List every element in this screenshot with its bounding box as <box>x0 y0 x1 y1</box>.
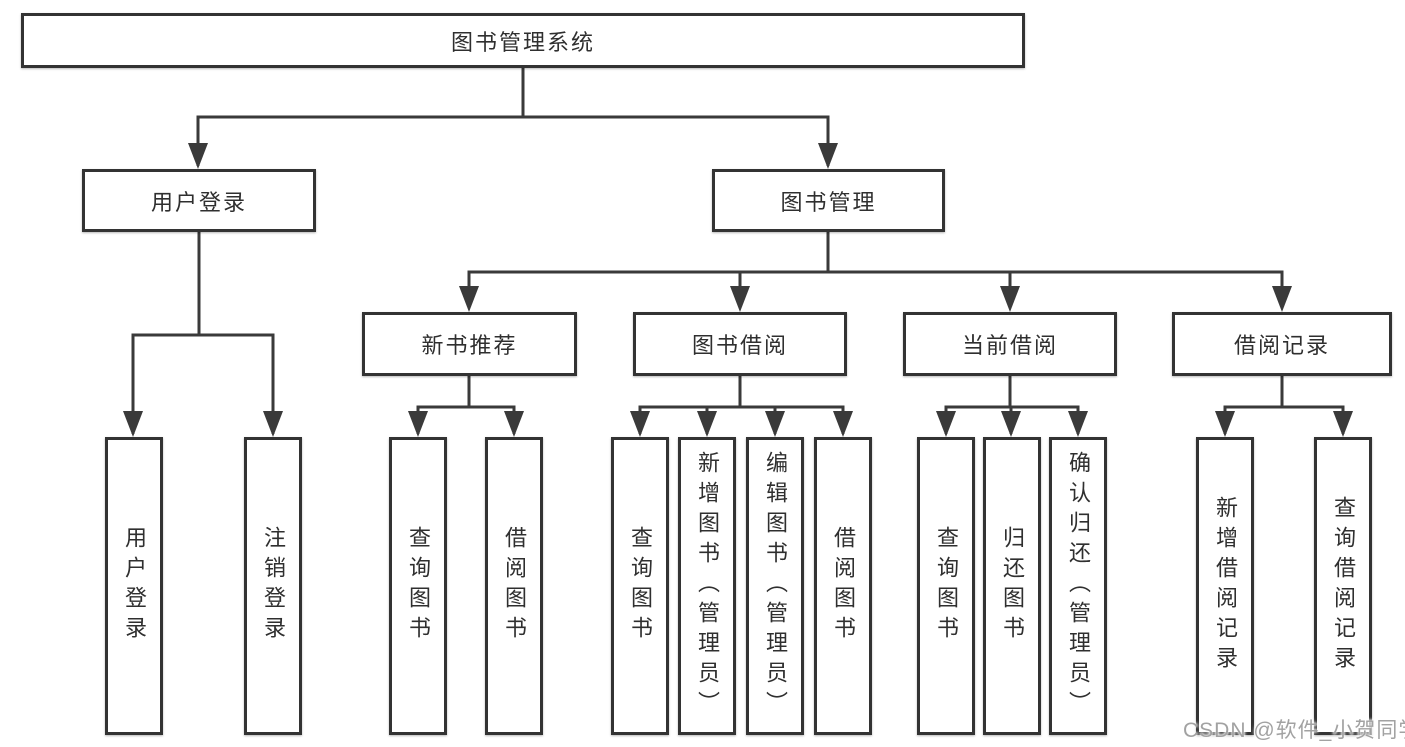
leaf-user-login: 用户登录 <box>105 437 163 735</box>
node-label: 用户登录 <box>150 189 247 215</box>
node-label: 图书借阅 <box>691 333 788 358</box>
node-book-management: 图书管理 <box>712 169 945 232</box>
node-label: 借阅记录 <box>1233 333 1330 358</box>
leaf-label: 查询图书 <box>406 526 431 646</box>
leaf-return-book: 归还图书 <box>983 437 1041 735</box>
leaf-label: 注销登录 <box>261 526 286 646</box>
leaf-borrow-books: 借阅图书 <box>814 437 872 735</box>
leaf-label: 新增图书（管理员） <box>695 451 720 721</box>
node-label: 当前借阅 <box>961 333 1058 358</box>
node-new-book-recommendation: 新书推荐 <box>362 312 577 376</box>
node-label: 新书推荐 <box>421 333 518 358</box>
leaf-label: 查询图书 <box>934 526 959 646</box>
node-current-borrowing: 当前借阅 <box>903 312 1117 376</box>
leaf-query-books-recommend: 查询图书 <box>389 437 447 735</box>
leaf-query-books-current: 查询图书 <box>917 437 975 735</box>
leaf-label: 查询借阅记录 <box>1331 496 1356 676</box>
leaf-label: 新增借阅记录 <box>1213 496 1238 676</box>
leaf-add-book-admin: 新增图书（管理员） <box>678 437 736 735</box>
node-label: 图书管理 <box>780 189 877 215</box>
leaf-label: 归还图书 <box>1000 526 1025 646</box>
csdn-watermark: CSDN @软件_小贺同学 <box>1183 719 1405 742</box>
node-user-login: 用户登录 <box>82 169 316 232</box>
node-book-borrowing: 图书借阅 <box>633 312 847 376</box>
leaf-confirm-return-admin: 确认归还（管理员） <box>1049 437 1107 735</box>
leaf-label: 借阅图书 <box>831 526 856 646</box>
leaf-query-books-borrow: 查询图书 <box>611 437 669 735</box>
leaf-borrow-books-recommend: 借阅图书 <box>485 437 543 735</box>
node-library-management-system: 图书管理系统 <box>21 13 1025 68</box>
leaf-label: 编辑图书（管理员） <box>763 451 788 721</box>
leaf-label: 确认归还（管理员） <box>1066 451 1091 721</box>
leaf-logout: 注销登录 <box>244 437 302 735</box>
node-label: 图书管理系统 <box>450 29 595 55</box>
leaf-edit-book-admin: 编辑图书（管理员） <box>746 437 804 735</box>
leaf-label: 用户登录 <box>122 526 147 646</box>
leaf-query-borrow-record: 查询借阅记录 <box>1314 437 1372 735</box>
node-borrowing-records: 借阅记录 <box>1172 312 1392 376</box>
leaf-label: 查询图书 <box>628 526 653 646</box>
leaf-add-borrow-record: 新增借阅记录 <box>1196 437 1254 735</box>
leaf-label: 借阅图书 <box>502 526 527 646</box>
